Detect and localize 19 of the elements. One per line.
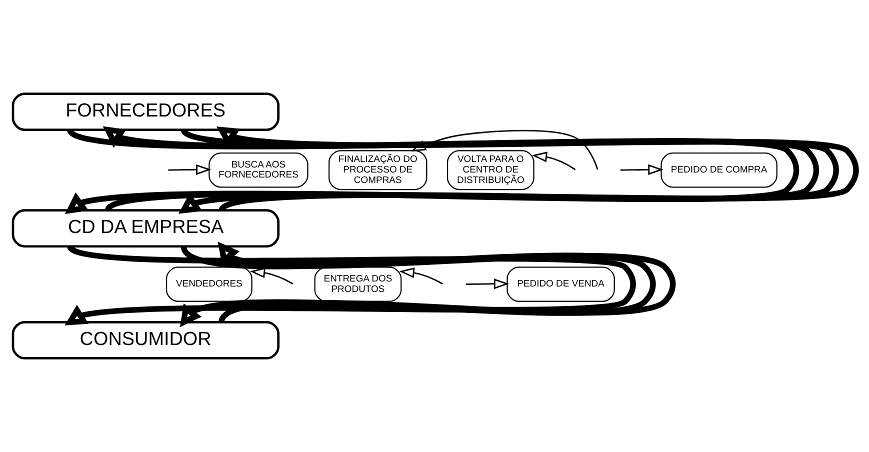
node-box: VENDEDORES [166, 266, 252, 302]
node-box: VOLTA PARA O CENTRO DE DISTRIBUIÇÃO [446, 150, 534, 190]
node-box: FINALIZAÇÃO DO PROCESSO DE COMPRAS [328, 150, 428, 190]
arrow [168, 164, 212, 175]
arrow [620, 164, 664, 175]
arrow [532, 152, 576, 170]
arrow [466, 278, 510, 290]
node-box: ENTREGA DOS PRODUTOS [314, 266, 402, 302]
arrow [399, 267, 443, 285]
arrow [218, 242, 676, 324]
node-box: PEDIDO DE COMPRA [660, 152, 778, 188]
node-box: PEDIDO DE VENDA [506, 266, 615, 302]
arrow [250, 268, 294, 284]
arrow [410, 130, 598, 170]
node-box: CD DA EMPRESA [12, 209, 280, 248]
node-box: FORNECEDORES [12, 92, 280, 131]
node-box: CONSUMIDOR [12, 321, 280, 360]
arrow [180, 244, 656, 328]
node-box: BUSCA AOS FORNECEDORES [208, 152, 308, 188]
